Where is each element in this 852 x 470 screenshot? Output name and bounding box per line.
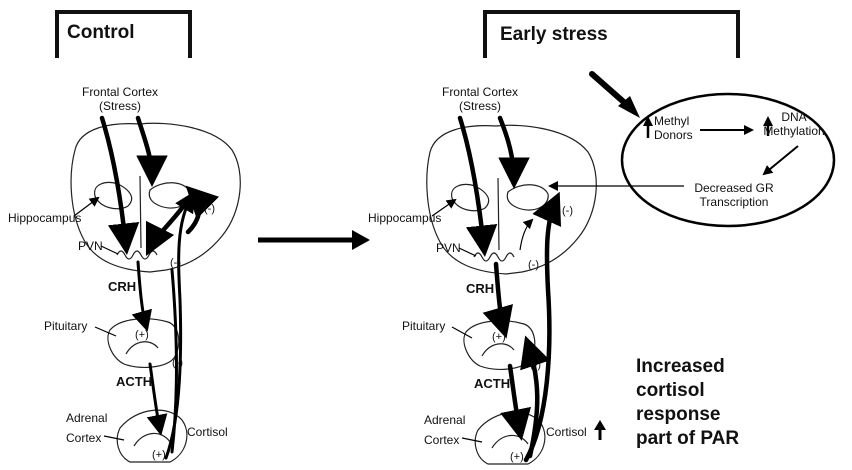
outcome-text: Increased cortisol response part of PAR <box>636 356 739 449</box>
outcome-line-2: cortisol <box>636 380 705 401</box>
brain-midline <box>498 178 499 250</box>
adrenal-inner <box>492 435 528 448</box>
hippocampus-right <box>149 183 190 208</box>
pituitary-pointer <box>95 327 116 336</box>
neg-feedback-3: (-) <box>530 359 541 371</box>
neg-feedback-2: (-) <box>170 257 181 269</box>
brain-midline <box>140 176 141 248</box>
pvn-pointer <box>101 246 118 254</box>
adrenal-label: Adrenal <box>424 413 465 427</box>
pvn-label: PVN <box>436 241 461 255</box>
hippocampus-right <box>507 185 548 210</box>
cortisol-increase-arrow-icon <box>594 420 606 440</box>
adrenal-pointer <box>462 438 482 442</box>
pituitary-label: Pituitary <box>44 319 87 333</box>
hippocampus-label: Hippocampus <box>368 211 441 225</box>
control-panel: Control Frontal Cortex (Stress) Hippo <box>8 12 240 462</box>
neg-feedback-1: (-) <box>204 203 215 215</box>
decreased-gr-label-2: Transcription <box>700 195 769 209</box>
pituitary-shape <box>108 319 179 368</box>
outcome-line-4: part of PAR <box>636 428 739 449</box>
pituitary-inner <box>482 344 514 356</box>
pos-effect-1: (+) <box>135 329 149 341</box>
stress-to-mechanism-arrow <box>592 74 626 104</box>
acth-to-adrenal <box>510 366 520 432</box>
adrenal-label: Adrenal <box>66 411 107 425</box>
hippocampus-feedback-weak <box>520 220 532 250</box>
stress-pathway-arrow-2 <box>500 118 514 180</box>
pos-effect-1: (+) <box>492 331 506 343</box>
stress-pathway-arrow-2 <box>138 118 152 178</box>
neg-feedback-3: (-) <box>172 357 183 369</box>
dna-methylation-label: DNA <box>781 110 806 124</box>
decreased-gr-label: Decreased GR <box>694 181 774 195</box>
pvn-label: PVN <box>78 239 103 253</box>
hippocampus-pointer <box>432 200 455 216</box>
pituitary-label: Pituitary <box>402 319 445 333</box>
acth-label: ACTH <box>116 374 152 389</box>
pos-effect-2: (+) <box>510 451 524 463</box>
neg-feedback-2: (-) <box>528 259 539 271</box>
adrenal-inner <box>134 433 170 446</box>
frontal-cortex-sub-label: (Stress) <box>459 99 501 113</box>
methyl-donors-label: Methyl <box>654 114 689 128</box>
frontal-cortex-label: Frontal Cortex <box>82 85 158 99</box>
dna-methylation-label-2: Methylation <box>763 124 824 138</box>
hippocampus-to-pvn <box>150 208 182 248</box>
stress-pathway-arrow <box>102 118 126 246</box>
frontal-cortex-sub-label: (Stress) <box>99 99 141 113</box>
hippocampus-left <box>95 183 132 209</box>
pituitary-shape <box>464 321 535 370</box>
stress-pathway-arrow <box>460 118 484 248</box>
transition-arrow <box>258 230 370 250</box>
cortisol-feedback-line <box>526 200 556 460</box>
hippocampus-pointer <box>74 198 98 216</box>
cortisol-label: Cortisol <box>546 425 587 439</box>
pvn-coil <box>117 251 157 259</box>
pvn-pointer <box>459 248 476 256</box>
neg-feedback-1: (-) <box>562 205 573 217</box>
cortex-label: Cortex <box>424 433 459 447</box>
pvn-coil <box>474 253 514 261</box>
cortisol-label: Cortisol <box>187 425 228 439</box>
acth-label: ACTH <box>474 376 510 391</box>
pituitary-inner <box>126 342 158 354</box>
crh-label: CRH <box>466 281 494 296</box>
methylation-mechanism: Methyl Donors DNA Methylation Decreased … <box>550 74 834 226</box>
cortex-label: Cortex <box>66 431 101 445</box>
methyl-donors-label-2: Donors <box>654 128 693 142</box>
hippocampus-left <box>452 185 489 211</box>
methylation-to-gr-arrow <box>764 146 798 174</box>
outcome-line-1: Increased <box>636 356 725 377</box>
control-header: Control <box>67 22 135 43</box>
crh-label: CRH <box>108 279 136 294</box>
cortisol-feedback-line <box>166 196 192 458</box>
early-stress-header: Early stress <box>500 24 608 45</box>
adrenal-pointer <box>104 436 124 440</box>
pos-effect-2: (+) <box>152 449 166 461</box>
outcome-line-3: response <box>636 404 720 425</box>
frontal-cortex-label: Frontal Cortex <box>442 85 518 99</box>
hippocampus-label: Hippocampus <box>8 211 81 225</box>
